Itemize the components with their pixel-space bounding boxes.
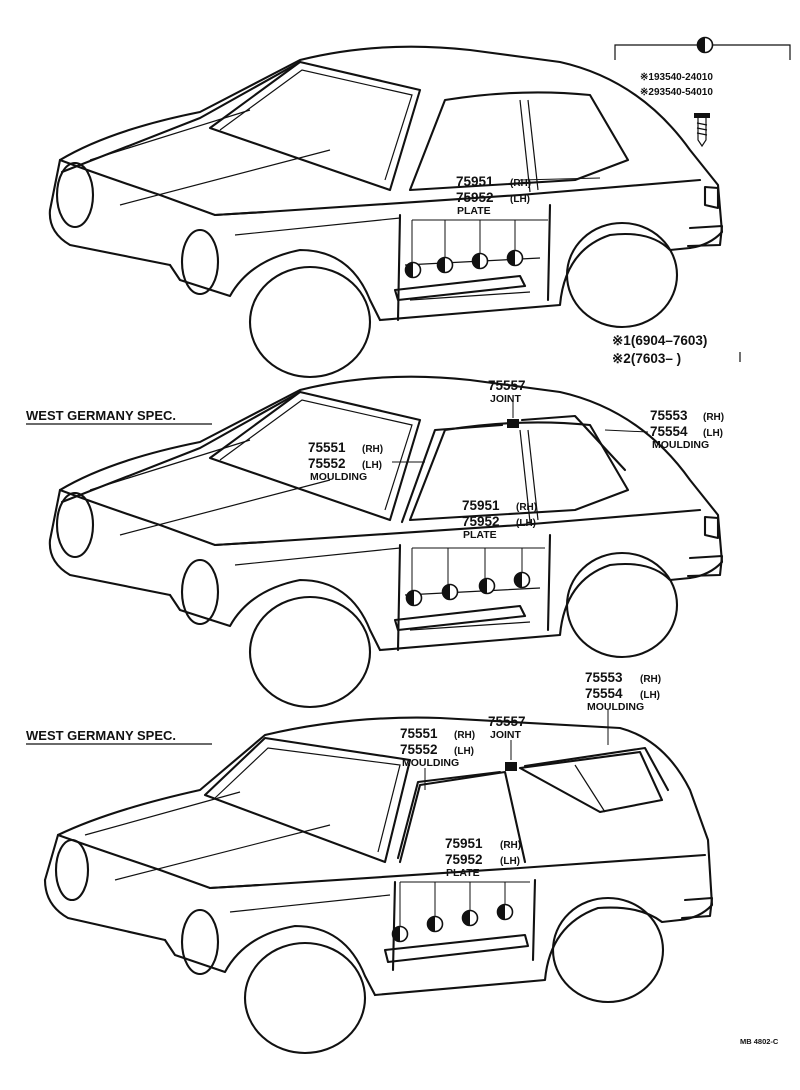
svg-text:75551: 75551 <box>308 440 346 455</box>
svg-text:JOINT: JOINT <box>490 729 522 741</box>
svg-text:(LH): (LH) <box>703 428 723 439</box>
svg-text:※1(6904–7603): ※1(6904–7603) <box>612 333 707 348</box>
svg-text:PLATE: PLATE <box>463 529 497 541</box>
svg-text:(LH): (LH) <box>510 194 530 205</box>
svg-text:(LH): (LH) <box>362 460 382 471</box>
section-2-coupe <box>48 375 724 709</box>
svg-text:※293540-54010: ※293540-54010 <box>640 87 713 98</box>
svg-text:※193540-24010: ※193540-24010 <box>640 72 713 83</box>
joint-part-wagon <box>505 762 517 771</box>
rear-moulding <box>520 414 627 472</box>
svg-text:(RH): (RH) <box>500 840 521 851</box>
svg-text:MOULDING: MOULDING <box>587 701 644 713</box>
svg-text:MOULDING: MOULDING <box>652 439 709 451</box>
front-moulding <box>400 423 504 524</box>
svg-text:75553: 75553 <box>585 670 623 685</box>
svg-text:75951: 75951 <box>445 836 483 851</box>
section-2-labels: WEST GERMANY SPEC. 75557 JOINT 75551 (RH… <box>26 378 724 541</box>
svg-text:WEST GERMANY SPEC.: WEST GERMANY SPEC. <box>26 728 176 743</box>
footer-code: MB 4802-C <box>740 1037 779 1046</box>
svg-text:75952: 75952 <box>456 190 494 205</box>
svg-text:(LH): (LH) <box>640 690 660 701</box>
plate-label-1: 75951 (RH) 75952 (LH) PLATE <box>456 174 531 217</box>
svg-text:JOINT: JOINT <box>490 393 522 405</box>
half-circle-icon <box>696 36 714 54</box>
svg-text:PLATE: PLATE <box>446 867 480 879</box>
svg-text:75552: 75552 <box>400 742 438 757</box>
svg-text:75952: 75952 <box>445 852 483 867</box>
section-3-wagon <box>43 710 714 1055</box>
svg-text:※2(7603– ): ※2(7603– ) <box>612 351 681 366</box>
svg-text:75551: 75551 <box>400 726 438 741</box>
svg-text:(RH): (RH) <box>510 178 531 189</box>
svg-text:(RH): (RH) <box>362 444 383 455</box>
svg-text:MOULDING: MOULDING <box>310 471 367 483</box>
svg-text:(LH): (LH) <box>500 856 520 867</box>
svg-text:(LH): (LH) <box>454 746 474 757</box>
svg-text:75554: 75554 <box>650 424 688 439</box>
svg-text:75951: 75951 <box>462 498 500 513</box>
svg-text:(RH): (RH) <box>640 674 661 685</box>
svg-text:75951: 75951 <box>456 174 494 189</box>
svg-text:75554: 75554 <box>585 686 623 701</box>
svg-text:75557: 75557 <box>488 714 526 729</box>
svg-text:75557: 75557 <box>488 378 526 393</box>
svg-text:(RH): (RH) <box>703 412 724 423</box>
svg-text:MOULDING: MOULDING <box>402 757 459 769</box>
section-3-labels: WEST GERMANY SPEC. 75557 JOINT 75551 (RH… <box>26 670 661 879</box>
screw-icon <box>694 113 710 148</box>
section-1-coupe <box>48 45 724 379</box>
front-moulding-wagon <box>396 770 502 860</box>
svg-text:(LH): (LH) <box>516 518 536 529</box>
screw-part-block: ※193540-24010 ※293540-54010 ※1(6904–7603… <box>612 36 791 366</box>
svg-text:PLATE: PLATE <box>457 205 491 217</box>
rear-moulding-wagon <box>523 746 670 792</box>
joint-part <box>507 419 519 428</box>
svg-text:WEST GERMANY SPEC.: WEST GERMANY SPEC. <box>26 408 176 423</box>
svg-text:75952: 75952 <box>462 514 500 529</box>
svg-text:(RH): (RH) <box>454 730 475 741</box>
svg-text:75553: 75553 <box>650 408 688 423</box>
svg-text:(RH): (RH) <box>516 502 537 513</box>
svg-text:75552: 75552 <box>308 456 346 471</box>
